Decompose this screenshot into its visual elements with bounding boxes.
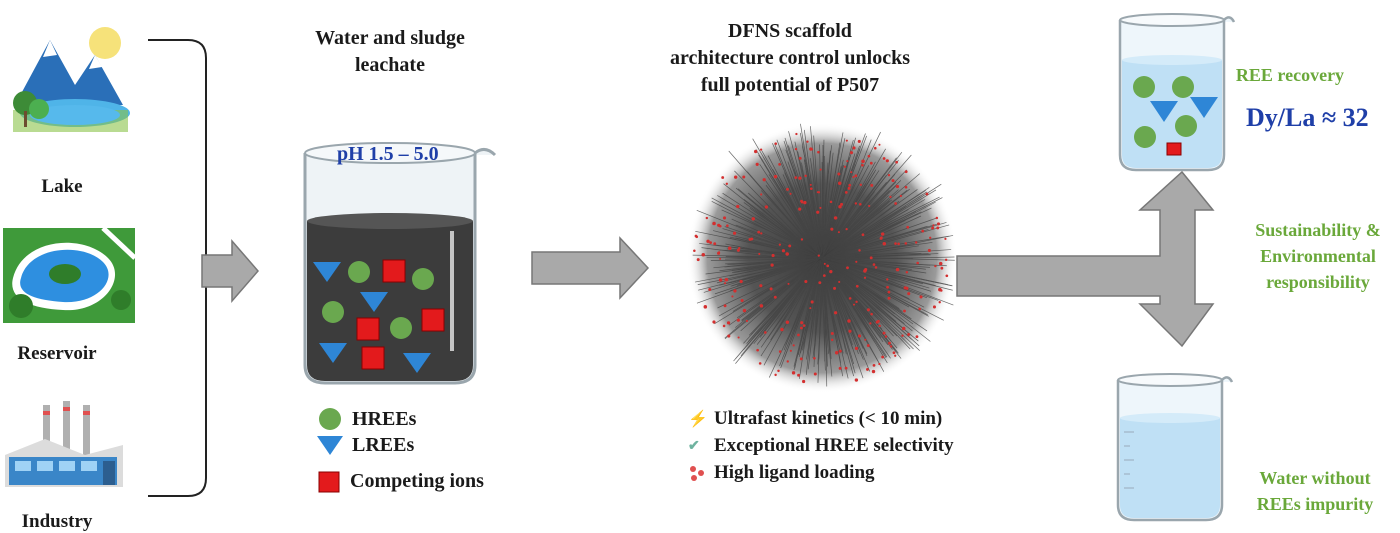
hree-particle	[390, 317, 412, 339]
ratio-label: Dy/La ≈ 32	[1246, 103, 1369, 132]
ph-label: pH 1.5 – 5.0	[337, 143, 439, 165]
hree-particle	[1175, 115, 1197, 137]
feature-selectivity-label: Exceptional HREE selectivity	[714, 435, 954, 456]
leachate-title-line2: leachate	[355, 54, 425, 76]
clean-water-beaker	[1116, 373, 1234, 522]
legend-hrees: HREEs	[318, 407, 416, 431]
legend-lrees-label: LREEs	[352, 433, 415, 456]
arrow-to-scaffold	[531, 236, 650, 300]
legend-competing: Competing ions	[318, 470, 484, 493]
hree-particle	[322, 301, 344, 323]
lree-particle	[1150, 101, 1178, 122]
hree-particle	[348, 261, 370, 283]
leachate-title-line1: Water and sludge	[315, 27, 465, 49]
lree-particle	[313, 262, 341, 282]
legend-hrees-label: HREEs	[352, 407, 417, 430]
hree-legend-icon	[319, 408, 341, 430]
scaffold-title-line1: DFNS scaffold	[728, 20, 852, 42]
hree-particle	[1134, 126, 1156, 148]
factory-icon	[5, 401, 123, 487]
competing-particle	[382, 259, 406, 283]
lake-icon	[13, 27, 130, 132]
scaffold-title: DFNS scaffold architecture control unloc…	[660, 18, 920, 99]
scaffold-title-line3: full potential of P507	[700, 74, 880, 96]
hree-particle	[412, 268, 434, 290]
lree-particle	[360, 292, 388, 312]
sustainability-line1: Sustainability &	[1255, 220, 1381, 240]
arrow-to-beaker	[201, 238, 259, 304]
reservoir-icon	[3, 226, 137, 323]
dots-icon	[690, 466, 704, 481]
competing-particle	[361, 346, 385, 370]
competing-particle	[421, 308, 445, 332]
competing-particle	[1166, 142, 1182, 156]
reservoir-label: Reservoir	[17, 343, 97, 364]
legend-competing-label: Competing ions	[350, 470, 484, 492]
lree-particle	[1190, 97, 1218, 118]
competing-legend-icon	[318, 471, 340, 492]
feature-kinetics-label: Ultrafast kinetics (< 10 min)	[714, 408, 943, 429]
clean-water-line2: REEs impurity	[1256, 494, 1374, 514]
lree-particle	[319, 343, 347, 363]
beaker-particles	[313, 259, 445, 373]
lree-particle	[403, 353, 431, 373]
industry-label: Industry	[21, 511, 93, 532]
clean-water-line1: Water without	[1259, 468, 1371, 488]
dfns-sphere	[687, 123, 957, 393]
sustainability-line3: responsibility	[1266, 272, 1370, 292]
feature-kinetics: ⚡ Ultrafast kinetics (< 10 min)	[688, 408, 942, 430]
recovery-label: REE recovery	[1235, 65, 1345, 85]
checkmark-icon: ✔	[688, 438, 700, 454]
hree-particle	[1133, 76, 1155, 98]
hree-particle	[1172, 76, 1194, 98]
sustainability-line2: Environmental	[1260, 246, 1376, 266]
feature-selectivity: ✔ Exceptional HREE selectivity	[688, 435, 954, 457]
leachate-title: Water and sludge leachate	[290, 25, 490, 79]
legend-lrees: LREEs	[316, 433, 414, 457]
competing-particle	[356, 317, 380, 341]
lree-legend-icon	[317, 436, 343, 455]
lightning-icon: ⚡	[688, 411, 708, 428]
scaffold-title-line2: architecture control unlocks	[670, 47, 910, 69]
clean-water-label: Water without REEs impurity	[1240, 465, 1390, 517]
feature-loading: High ligand loading	[688, 462, 875, 484]
split-arrow	[956, 170, 1215, 348]
lake-label: Lake	[41, 176, 83, 197]
sustainability-label: Sustainability & Environmental responsib…	[1238, 217, 1398, 295]
recovery-beaker	[1118, 13, 1236, 172]
feature-loading-label: High ligand loading	[714, 462, 875, 483]
